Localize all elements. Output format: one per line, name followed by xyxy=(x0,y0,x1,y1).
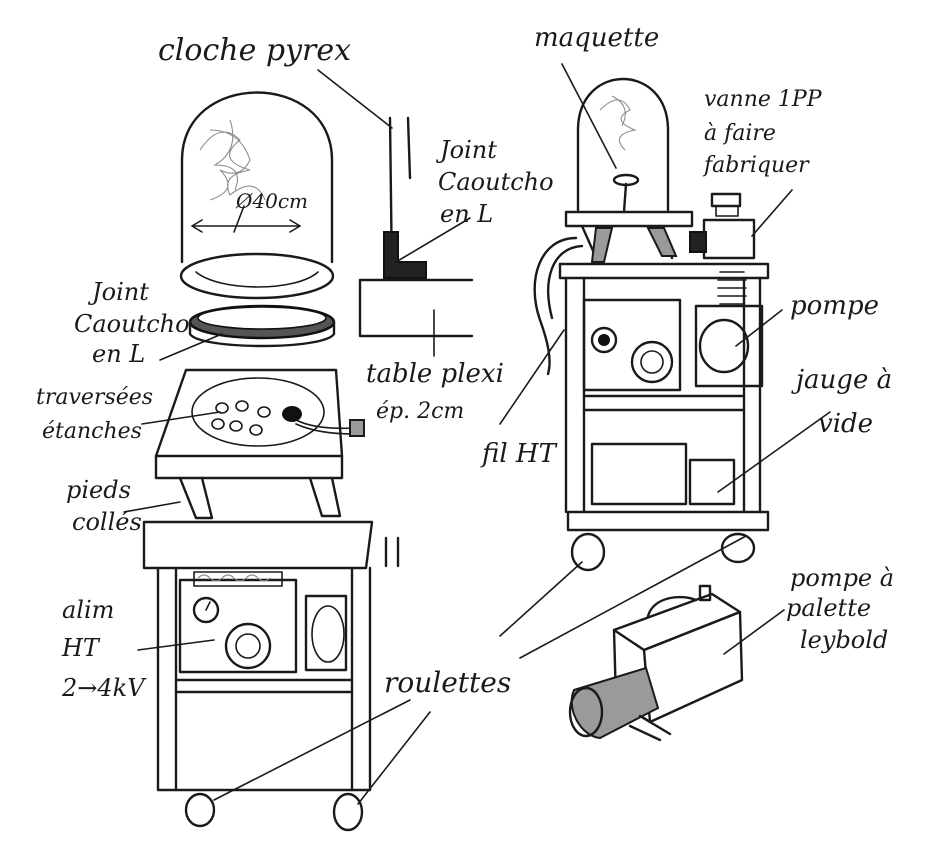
label-diameter: Ø40cm xyxy=(235,189,308,213)
left-cart xyxy=(142,520,400,832)
label-pieds-1: pieds xyxy=(66,476,131,504)
label-palette-3: leybold xyxy=(800,626,888,654)
label-jauge-2: vide xyxy=(818,409,873,439)
leader-lines xyxy=(123,63,831,805)
label-maquette: maquette xyxy=(534,23,659,53)
label-table-1: table plexi xyxy=(366,359,504,389)
joint-cross-section xyxy=(358,116,474,338)
label-vanne-1: vanne 1PP xyxy=(704,87,823,112)
valve-1pp xyxy=(689,192,756,260)
plexi-table-platform xyxy=(154,368,365,520)
label-traversees-2: étanches xyxy=(42,419,142,444)
label-cloche: cloche pyrex xyxy=(158,33,351,68)
label-joint-left-3: en L xyxy=(92,340,145,368)
label-vanne-3: fabriquer xyxy=(702,153,810,178)
label-palette-1: pompe à xyxy=(790,564,894,592)
label-vanne-2: à faire xyxy=(704,121,776,146)
label-traversees-1: traversées xyxy=(36,385,153,410)
label-table-2: ép. 2cm xyxy=(376,399,464,424)
label-joint-left-1: Joint xyxy=(87,278,149,306)
label-pompe: pompe xyxy=(790,291,879,321)
label-joint-left-2: Caoutcho xyxy=(74,310,190,338)
label-pieds-2: collés xyxy=(72,508,142,536)
label-roulettes: roulettes xyxy=(384,666,511,699)
label-jauge-1: jauge à xyxy=(791,365,892,395)
pyrex-bell-jar xyxy=(179,91,335,300)
label-joint-right-2: Caoutcho xyxy=(438,168,554,196)
label-alim-2: HT xyxy=(61,634,101,662)
label-fil: fil HT xyxy=(480,439,558,469)
label-joint-right-1: Joint xyxy=(435,136,497,164)
labels: cloche pyrex Ø40cm Joint Caoutcho en L J… xyxy=(36,23,894,702)
label-palette-2: palette xyxy=(786,594,871,622)
rubber-joint-ring xyxy=(188,304,336,348)
label-alim-3: 2→4kV xyxy=(61,674,147,702)
right-cart xyxy=(533,236,770,572)
label-joint-right-3: en L xyxy=(440,200,493,228)
label-alim-1: alim xyxy=(62,596,114,624)
model-bell-jar xyxy=(564,77,694,264)
leybold-vane-pump xyxy=(568,584,744,742)
